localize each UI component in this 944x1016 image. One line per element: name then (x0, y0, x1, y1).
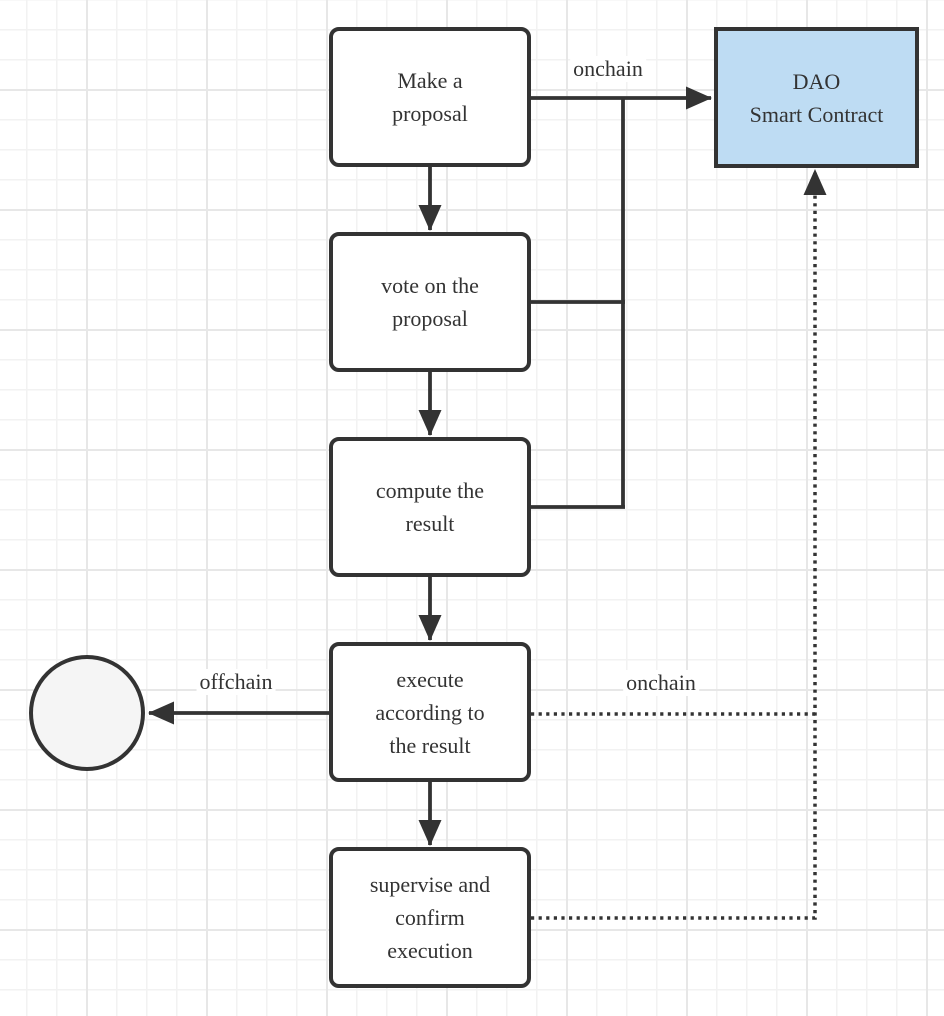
node-vote-proposal-label: vote on the proposal (381, 273, 479, 331)
node-dao-smart-contract-label: DAO Smart Contract (749, 68, 884, 127)
node-supervise-execution-label: supervise and confirm execution (369, 872, 491, 963)
node-vote-proposal[interactable]: vote on the proposal (329, 232, 531, 372)
edge-label-onchain-top: onchain (570, 56, 646, 82)
edge-supervise-to-dao-dotted[interactable] (531, 169, 827, 920)
node-make-proposal-label: Make a proposal (392, 68, 468, 126)
node-make-proposal[interactable]: Make a proposal (329, 27, 531, 167)
node-execute-result-label: execute according to the result (375, 666, 485, 758)
edge-label-onchain-bottom: onchain (623, 670, 699, 696)
node-offchain-terminal[interactable] (29, 655, 145, 771)
node-compute-result-label: compute the result (375, 478, 485, 536)
node-compute-result[interactable]: compute the result (329, 437, 531, 577)
edge-label-offchain: offchain (196, 669, 276, 695)
node-execute-result[interactable]: execute according to the result (329, 642, 531, 782)
node-dao-smart-contract[interactable]: DAO Smart Contract (714, 27, 919, 168)
node-supervise-execution[interactable]: supervise and confirm execution (329, 847, 531, 988)
